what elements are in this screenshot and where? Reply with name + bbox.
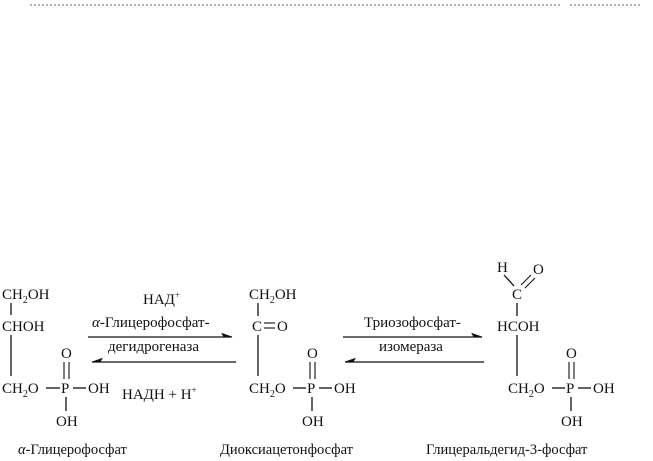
dhap-name: Диоксиацетонфосфат [220, 442, 354, 458]
phosphate-oxo-o: O [566, 346, 577, 362]
g3p-aldehyde-h: H [497, 260, 508, 276]
dhap-carbonyl-c: C [252, 319, 262, 335]
glycerophosphate-structure: CH2OH CHOH CH2O P O OH OH [2, 287, 110, 430]
phosphate-oxo-o: O [61, 346, 72, 362]
phosphate-oxo-o: O [307, 346, 318, 362]
dhap-carbonyl-o: O [277, 319, 288, 335]
reaction1-forward-arrowhead [221, 332, 233, 338]
bond-c-o-double-a [520, 274, 532, 286]
glycerophosphate-name: α-Глицерофосфат [18, 442, 128, 458]
bond-h-c [503, 274, 515, 287]
reaction2-labels: Триозофосфат- изомераза [364, 315, 461, 355]
g3p-aldehyde-c: C [512, 287, 522, 303]
phosphate-oh-bottom: OH [302, 414, 324, 430]
reaction1-reverse-arrowhead [91, 357, 103, 363]
dhap-c1: CH2OH [249, 287, 297, 306]
reaction1-enzyme-line2: дегидрогеназа [108, 339, 199, 355]
phosphate-oh-right: OH [334, 381, 356, 397]
reaction1-cofactor-bottom: НАДН + Н+ [122, 385, 197, 403]
g3p-c2: HCOH [497, 319, 540, 335]
reaction1-enzyme-line1: α-Глицерофосфат- [92, 315, 210, 331]
g3p-aldehyde-o: O [533, 262, 544, 278]
dhap-c3: CH2O [249, 381, 286, 400]
phosphorus-atom: P [61, 381, 69, 397]
reaction2-reverse-arrowhead [344, 357, 356, 363]
g3p-c3: CH2O [508, 381, 545, 400]
g3p-name: Глицеральдегид-3-фосфат [426, 442, 588, 458]
phosphorus-atom: P [307, 381, 315, 397]
reaction1-labels: НАД+ α-Глицерофосфат- дегидрогеназа НАДН… [92, 290, 210, 403]
glycerophosphate-c2: CHOH [2, 319, 45, 335]
dhap-structure: CH2OH C O CH2O P O OH OH [249, 287, 356, 430]
glycerophosphate-c3: CH2O [2, 381, 39, 400]
phosphate-oh-bottom: OH [56, 414, 78, 430]
phosphate-oh-right: OH [88, 381, 110, 397]
phosphate-oh-right: OH [593, 381, 615, 397]
phosphate-oh-bottom: OH [561, 414, 583, 430]
g3p-structure: H C O HCOH CH2O P O OH OH [497, 260, 615, 430]
reaction2-enzyme-line1: Триозофосфат- [364, 315, 461, 331]
reaction1-cofactor-top: НАД+ [143, 290, 180, 308]
reaction2-enzyme-line2: изомераза [379, 339, 443, 355]
bond-c-o-double-b [524, 277, 536, 289]
glycerophosphate-c1: CH2OH [2, 287, 50, 306]
phosphorus-atom: P [566, 381, 574, 397]
reaction2-forward-arrowhead [471, 332, 483, 338]
